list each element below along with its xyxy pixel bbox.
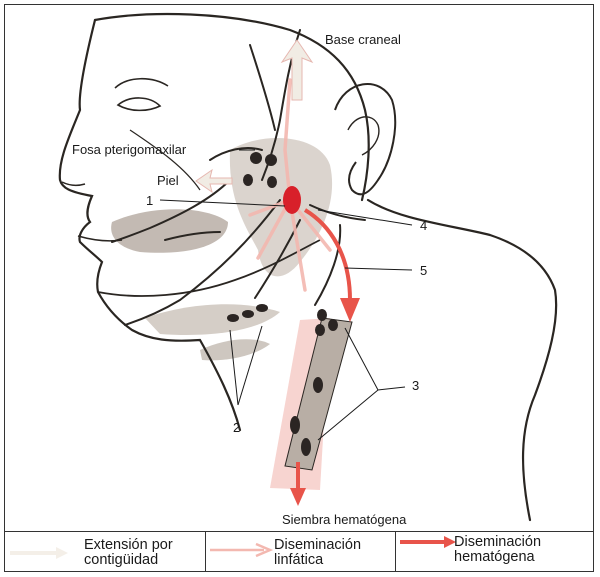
nerve-branch-2 bbox=[250, 45, 275, 130]
hematogenous-arrow-icon bbox=[400, 535, 460, 549]
lymph-node bbox=[256, 304, 268, 312]
contiguity-arrow-piel bbox=[196, 170, 232, 192]
neck-back bbox=[368, 200, 556, 520]
label-base-craneal: Base craneal bbox=[325, 32, 401, 47]
lymph-node bbox=[267, 176, 277, 188]
legend-lymphatic-line1: Diseminación bbox=[274, 538, 361, 553]
lymph-node bbox=[242, 310, 254, 318]
contiguity-arrow-up bbox=[282, 40, 312, 100]
contiguity-arrow-icon bbox=[10, 546, 70, 560]
ear bbox=[335, 84, 395, 194]
legend-contiguity-line2: contigüidad bbox=[84, 553, 158, 568]
lymph-node bbox=[315, 324, 325, 336]
eye bbox=[118, 98, 160, 110]
label-number-2: 2 bbox=[233, 420, 240, 435]
legend-lymphatic-line2: linfática bbox=[274, 553, 323, 568]
lymph-node bbox=[317, 309, 327, 321]
label-number-5: 5 bbox=[420, 263, 427, 278]
label-number-3: 3 bbox=[412, 378, 419, 393]
tumor bbox=[283, 186, 301, 214]
legend-contiguity-line1: Extensión por bbox=[84, 538, 173, 553]
legend: Extensión por contigüidad Diseminación l… bbox=[4, 531, 594, 572]
legend-hematogenous: Diseminación hematógena bbox=[395, 532, 591, 572]
lymph-node bbox=[243, 174, 253, 186]
legend-hematogenous-line2: hematógena bbox=[454, 550, 535, 565]
lymph-node bbox=[250, 152, 262, 164]
lymph-node bbox=[265, 154, 277, 166]
label-number-4: 4 bbox=[420, 218, 427, 233]
tongue-region bbox=[111, 209, 228, 253]
lymph-node bbox=[313, 377, 323, 393]
label-number-1: 1 bbox=[146, 193, 153, 208]
label-siembra-hematogena: Siembra hematógena bbox=[282, 512, 406, 527]
lymph-node bbox=[328, 319, 338, 331]
lymph-node bbox=[290, 416, 300, 434]
label-fosa-pterigomaxilar: Fosa pterigomaxilar bbox=[72, 142, 186, 157]
legend-lymphatic: Diseminación linfática bbox=[205, 532, 395, 572]
legend-hematogenous-line1: Diseminación bbox=[454, 535, 541, 550]
lymphatic-arrow-icon bbox=[210, 542, 274, 558]
legend-contiguity: Extensión por contigüidad bbox=[4, 532, 205, 572]
lymph-node bbox=[301, 438, 311, 456]
label-piel: Piel bbox=[157, 173, 179, 188]
lymph-node bbox=[227, 314, 239, 322]
